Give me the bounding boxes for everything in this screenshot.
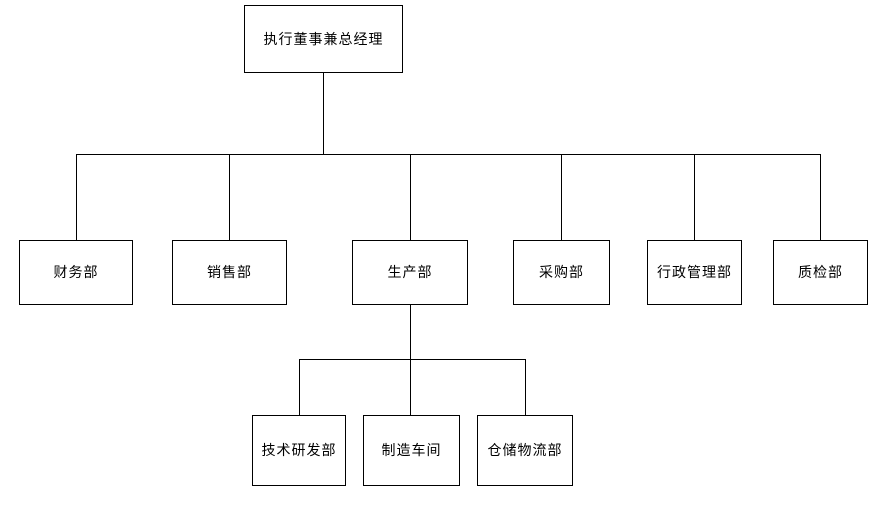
node-finance-dept: 财务部	[19, 240, 133, 305]
connector-level2-bus	[76, 154, 821, 155]
connector-stub-qa	[820, 154, 821, 240]
node-executive-director-general-manager: 执行董事兼总经理	[244, 5, 403, 73]
node-label: 财务部	[53, 264, 99, 281]
node-manufacturing-workshop: 制造车间	[363, 415, 460, 486]
node-label: 采购部	[539, 264, 584, 281]
node-purchasing-dept: 采购部	[513, 240, 610, 305]
connector-stub-rd	[299, 359, 300, 415]
node-label: 销售部	[207, 264, 252, 281]
node-production-dept: 生产部	[352, 240, 468, 305]
node-label: 技术研发部	[261, 442, 337, 459]
node-tech-rd-dept: 技术研发部	[252, 415, 346, 486]
connector-stub-admin	[694, 154, 695, 240]
connector-stub-purchasing	[561, 154, 562, 240]
node-label: 行政管理部	[657, 264, 732, 281]
connector-production-drop	[410, 305, 411, 415]
connector-stub-warehouse	[525, 359, 526, 415]
node-quality-inspection-dept: 质检部	[773, 240, 868, 305]
node-sales-dept: 销售部	[172, 240, 287, 305]
node-warehouse-logistics-dept: 仓储物流部	[477, 415, 573, 486]
node-label: 执行董事兼总经理	[263, 30, 384, 47]
node-label: 仓储物流部	[487, 442, 563, 459]
connector-stub-production	[410, 154, 411, 240]
node-label: 质检部	[798, 264, 843, 281]
node-admin-management-dept: 行政管理部	[647, 240, 742, 305]
connector-stub-sales	[229, 154, 230, 240]
node-label: 制造车间	[381, 442, 442, 459]
connector-root-drop	[323, 73, 324, 154]
node-label: 生产部	[387, 264, 433, 281]
connector-stub-finance	[76, 154, 77, 240]
connector-level3-bus	[299, 359, 526, 360]
